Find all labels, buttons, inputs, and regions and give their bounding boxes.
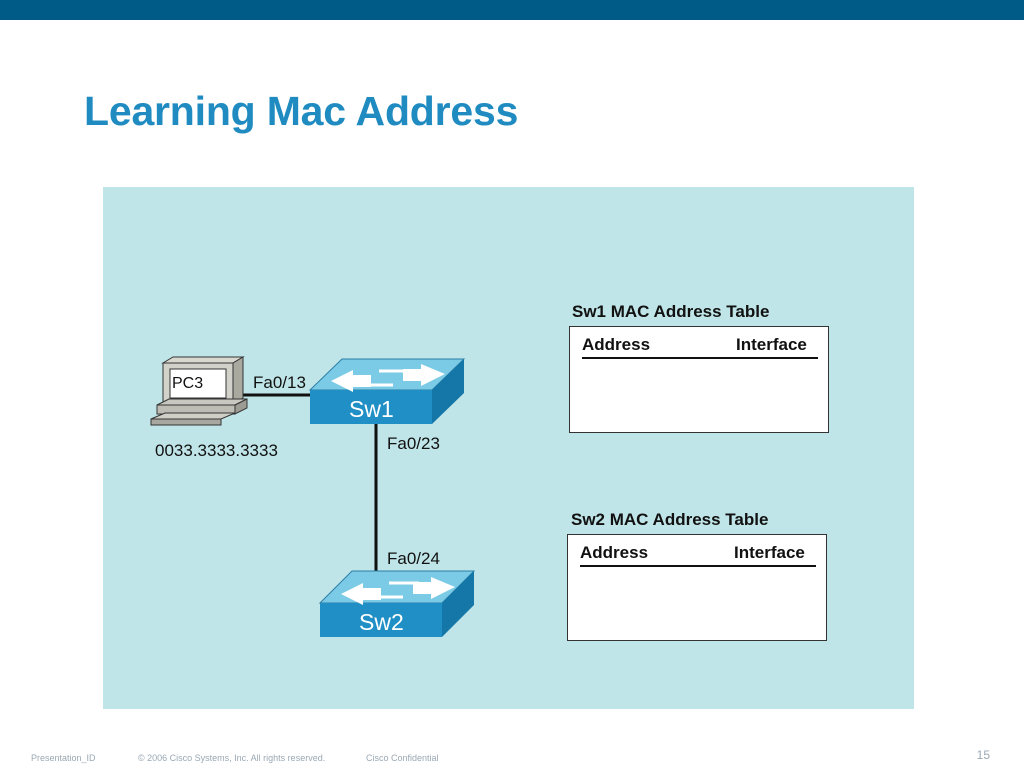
footer-copyright: © 2006 Cisco Systems, Inc. All rights re… [138, 753, 326, 763]
diagram-canvas [150, 356, 476, 637]
port-label-fa0-23: Fa0/23 [387, 434, 440, 453]
footer-confidential: Cisco Confidential [366, 753, 439, 763]
sw2-mac-table: Address Interface [567, 534, 827, 641]
pc-icon [150, 356, 248, 426]
sw2-label: Sw2 [359, 609, 404, 635]
footer-presentation-id: Presentation_ID [31, 753, 96, 763]
pc-mac-address: 0033.3333.3333 [155, 441, 278, 460]
sw1-label: Sw1 [349, 396, 394, 422]
sw1-mac-table: Address Interface [569, 326, 829, 433]
address-column-header: Address [580, 543, 649, 562]
slide-title: Learning Mac Address [84, 88, 519, 134]
interface-column-header: Interface [736, 335, 807, 354]
sw2-table-title: Sw2 MAC Address Table [571, 510, 769, 529]
pc-name: PC3 [172, 375, 204, 392]
address-column-header: Address [582, 335, 651, 354]
switch-icon [308, 358, 466, 424]
page-number: 15 [976, 748, 990, 762]
header-underline [580, 565, 816, 567]
switch-icon [318, 570, 476, 637]
port-label-fa0-13: Fa0/13 [253, 373, 306, 392]
top-bar [0, 0, 1024, 20]
sw1-table-title: Sw1 MAC Address Table [572, 302, 770, 321]
port-label-fa0-24: Fa0/24 [387, 549, 440, 568]
interface-column-header: Interface [734, 543, 805, 562]
header-underline [582, 357, 818, 359]
network-diagram: PC3 Fa0/13 0033.3333.3333 Sw1 Fa0/23 Fa0… [103, 187, 914, 709]
